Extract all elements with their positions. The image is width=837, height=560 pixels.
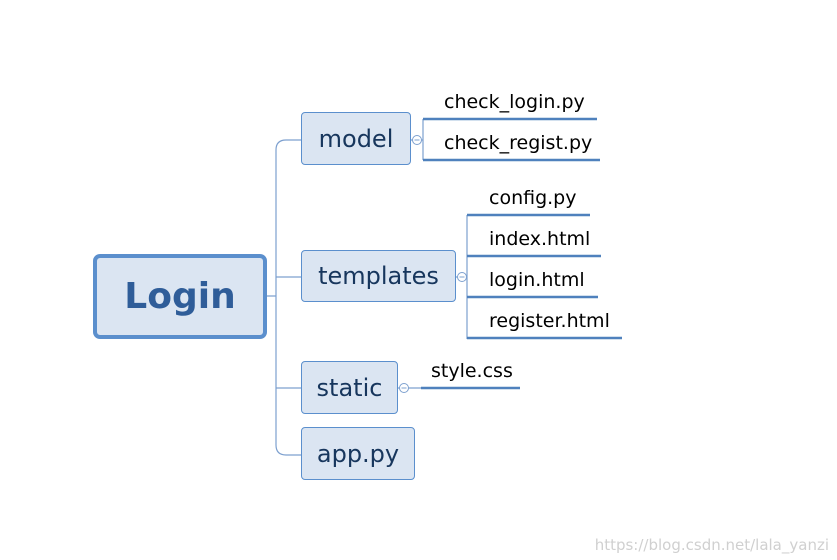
watermark-text: https://blog.csdn.net/lala_yanzi (594, 536, 829, 554)
branch-node-app-py[interactable]: app.py (301, 427, 415, 480)
root-node-login[interactable]: Login (93, 254, 267, 339)
leaf-check-login[interactable]: check_login.py (444, 91, 585, 113)
branch-node-label: templates (318, 262, 439, 290)
leaf-index-html[interactable]: index.html (489, 228, 591, 250)
branch-node-label: model (318, 124, 394, 153)
root-connector (267, 139, 301, 456)
leaf-style-css[interactable]: style.css (431, 360, 513, 382)
branch-node-label: app.py (316, 439, 400, 468)
branch-node-static[interactable]: static (301, 361, 398, 414)
collapse-minus-icon[interactable] (412, 135, 422, 145)
leaf-register-html[interactable]: register.html (489, 310, 610, 332)
collapse-minus-icon[interactable] (399, 383, 409, 393)
leaf-login-html[interactable]: login.html (489, 269, 585, 291)
branch-node-model[interactable]: model (301, 112, 411, 165)
collapse-minus-icon[interactable] (457, 272, 467, 282)
leaf-check-regist[interactable]: check_regist.py (444, 132, 593, 154)
branch-node-label: static (316, 373, 383, 402)
root-node-label: Login (124, 276, 236, 317)
leaf-config[interactable]: config.py (489, 187, 577, 209)
branch-node-templates[interactable]: templates (301, 250, 456, 302)
